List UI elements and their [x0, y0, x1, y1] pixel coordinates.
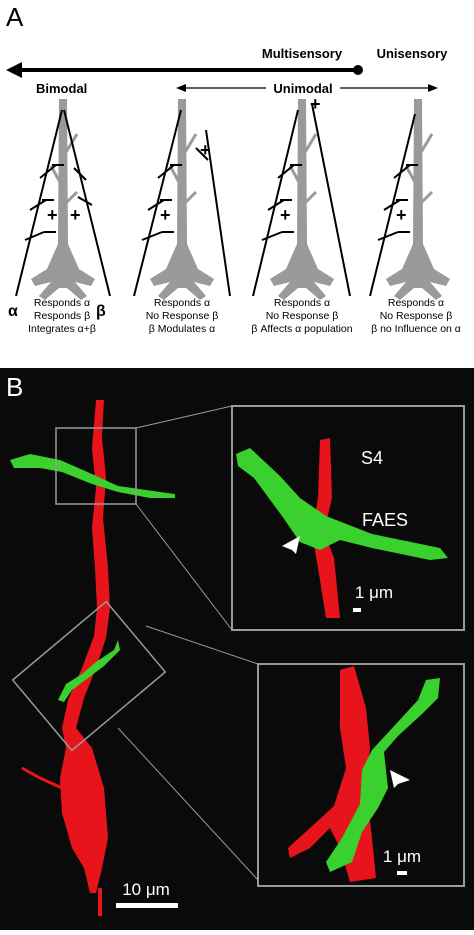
green-axon-lower [58, 640, 120, 702]
svg-text:Responds α: Responds α [154, 297, 210, 309]
inset-top-arrowhead [282, 536, 300, 554]
svg-text:β Modulates α: β Modulates α [149, 323, 215, 335]
zoom-box-bottom [11, 600, 167, 752]
panel-b-micrograph: B S4 FAES 1 μm [6, 372, 465, 916]
svg-text:+: + [70, 205, 81, 225]
inset-bottom-scale-label: 1 μm [383, 847, 421, 866]
neuron-bimodal: + + α β Responds α Responds β Integrates… [8, 97, 111, 335]
svg-text:+: + [280, 205, 291, 225]
s4-label: S4 [361, 448, 383, 468]
svg-text:Integrates α+β: Integrates α+β [28, 323, 96, 335]
neuron-modulatory: + + Responds α No Response β β Modulates… [133, 97, 231, 335]
svg-text:Responds α: Responds α [388, 297, 444, 309]
faes-label: FAES [362, 510, 408, 530]
svg-text:β no Influence on α: β no Influence on α [371, 323, 461, 335]
bimodal-label: Bimodal [36, 81, 87, 96]
beta-symbol: β [96, 303, 106, 320]
svg-text:+: + [160, 205, 171, 225]
panel-b-label: B [6, 372, 23, 402]
inset-top-green-axon [236, 448, 448, 560]
svg-text:No Response β: No Response β [146, 310, 219, 322]
multisensory-arrow-origin [353, 65, 363, 75]
svg-text:+: + [310, 94, 321, 114]
svg-text:Responds β: Responds β [34, 310, 90, 322]
svg-text:Responds α: Responds α [34, 297, 90, 309]
green-axon-upper [10, 454, 175, 498]
alpha-symbol: α [8, 303, 18, 320]
main-scale-bar [116, 903, 178, 908]
inset-bottom-scale-bar [397, 871, 407, 875]
inset-top-red-dendrite [312, 438, 340, 618]
svg-text:Responds α: Responds α [274, 297, 330, 309]
inset-top: S4 FAES 1 μm [231, 405, 465, 631]
zoom-box-top [55, 427, 137, 505]
svg-text:No Response β: No Response β [380, 310, 453, 322]
svg-text:+: + [396, 205, 407, 225]
panel-a-label: A [6, 2, 24, 32]
neuron-population: + + Responds α No Response β β Affects α… [251, 94, 352, 335]
unisensory-label: Unisensory [377, 46, 449, 61]
multisensory-label: Multisensory [262, 46, 343, 61]
multisensory-arrowhead [6, 62, 22, 78]
red-neuron [60, 400, 110, 893]
svg-text:+: + [47, 205, 58, 225]
inset-bottom-green-axon [326, 678, 440, 872]
svg-text:+: + [200, 140, 211, 160]
svg-text:No Response β: No Response β [266, 310, 339, 322]
inset-bottom-arrowhead [390, 770, 410, 788]
panel-a-diagram: A Multisensory Unisensory Unimodal Bimod… [6, 2, 461, 335]
inset-top-scale-label: 1 μm [355, 583, 393, 602]
inset-bottom: 1 μm [257, 663, 465, 887]
unimodal-label: Unimodal [273, 81, 332, 96]
main-scale-label: 10 μm [122, 880, 170, 899]
inset-top-scale-bar [353, 608, 361, 612]
svg-text:β Affects α population: β Affects α population [251, 323, 352, 335]
panel-a: A Multisensory Unisensory Unimodal Bimod… [0, 0, 474, 368]
neuron-unisensory: + Responds α No Response β β no Influenc… [369, 97, 461, 335]
panel-b: B S4 FAES 1 μm [0, 368, 474, 930]
